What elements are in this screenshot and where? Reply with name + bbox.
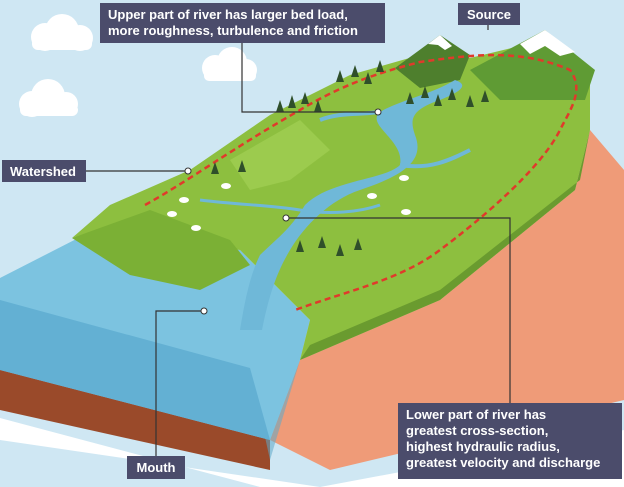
- lower-river-label-line: greatest cross-section,: [406, 423, 549, 438]
- cliff: [300, 130, 590, 360]
- upper-river-label: Upper part of river has larger bed load,…: [100, 3, 385, 43]
- lower-river-label-line: Lower part of river has: [406, 407, 547, 422]
- leader-dots: [184, 108, 382, 315]
- cloud-icon: [202, 47, 257, 81]
- watershed-line: [144, 53, 578, 312]
- lower-river-label-line: greatest velocity and discharge: [406, 455, 601, 470]
- rock-layer: [270, 130, 624, 470]
- cloud-icon: [19, 79, 78, 117]
- sea-front-face: [0, 300, 270, 440]
- upper-river-label-line: Upper part of river has larger bed load,: [108, 7, 348, 22]
- source-label: Source: [458, 3, 520, 25]
- cloud-icon: [31, 14, 93, 51]
- lower-river-label-line: highest hydraulic radius,: [406, 439, 560, 454]
- tree-icon: [211, 60, 489, 256]
- hill: [72, 210, 250, 290]
- snow-cap: [428, 35, 452, 50]
- mouth-label: Mouth: [127, 456, 185, 479]
- hill: [230, 120, 330, 190]
- sheep-icon: [167, 175, 411, 231]
- lower-river-label: Lower part of river has greatest cross-s…: [398, 403, 622, 479]
- river: [240, 80, 463, 330]
- leader-lines: [86, 25, 511, 456]
- watershed-label: Watershed: [2, 160, 86, 182]
- upper-river-label-line: more roughness, turbulence and friction: [108, 23, 358, 38]
- snow-cap: [520, 30, 575, 56]
